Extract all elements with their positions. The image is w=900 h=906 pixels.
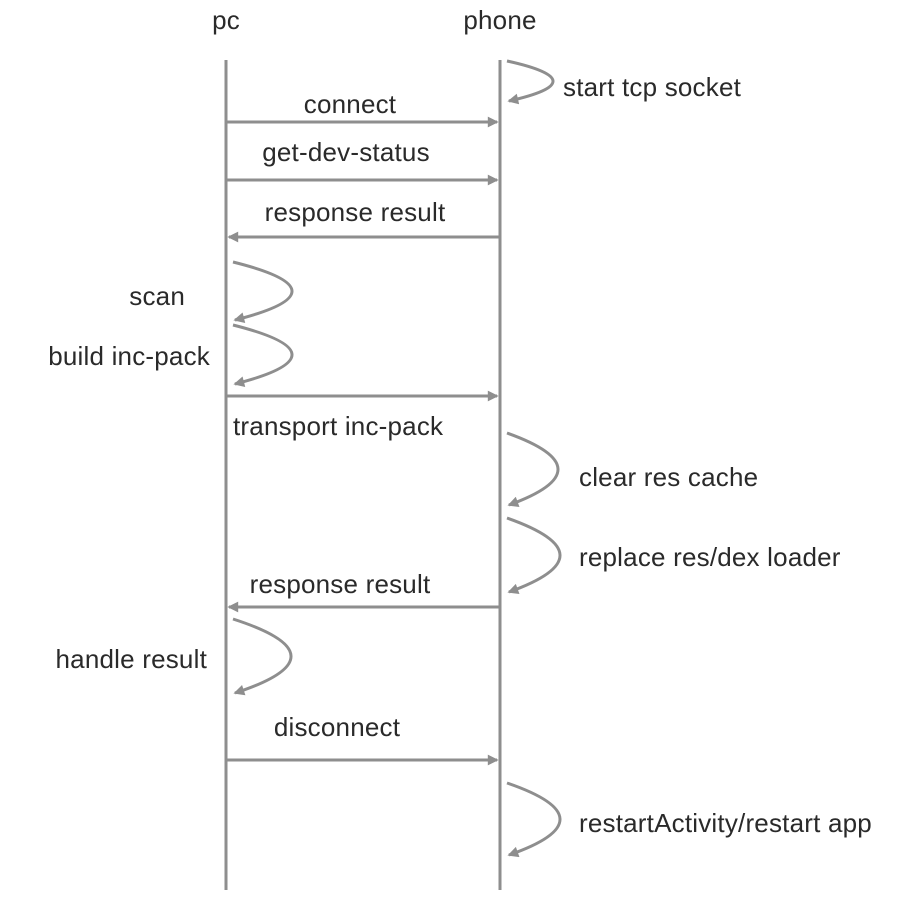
message-label: response result	[265, 197, 446, 227]
message-label: disconnect	[274, 712, 401, 742]
message-label: start tcp socket	[563, 72, 742, 102]
message-label: get-dev-status	[262, 137, 430, 167]
message-label: clear res cache	[579, 462, 758, 492]
self-call-arc-pc	[232, 617, 293, 696]
self-call-arc-phone	[506, 431, 560, 507]
self-call-arc-pc	[232, 260, 294, 323]
message-label: replace res/dex loader	[579, 542, 841, 572]
message-label: handle result	[56, 644, 208, 674]
message-label: build inc-pack	[48, 341, 211, 371]
self-call-arc-pc	[232, 323, 294, 387]
actor-label-phone: phone	[463, 5, 536, 35]
self-call-arc-phone	[506, 59, 555, 105]
message-label: restartActivity/restart app	[579, 808, 872, 838]
message-label: response result	[250, 569, 431, 599]
self-call-arc-phone	[506, 781, 562, 858]
message-label: connect	[304, 89, 397, 119]
actor-label-pc: pc	[212, 5, 240, 35]
message-label: transport inc-pack	[233, 411, 444, 441]
self-call-arc-phone	[506, 516, 562, 594]
message-label: scan	[129, 281, 185, 311]
